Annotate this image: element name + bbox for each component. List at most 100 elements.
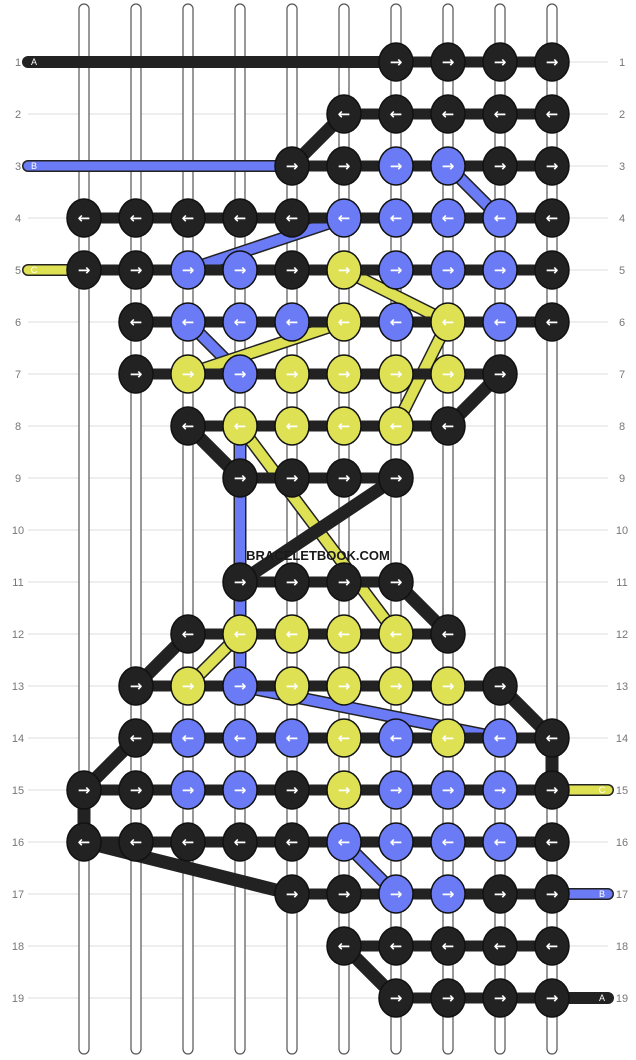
knot-ellipse (170, 614, 206, 654)
forward-arrow-icon: → (286, 885, 299, 903)
knot-ellipse (326, 822, 362, 862)
knot: ← (326, 718, 362, 758)
forward-arrow-icon: → (338, 677, 351, 695)
knot-ellipse (222, 250, 258, 290)
backward-arrow-icon: ← (338, 209, 351, 227)
knot: → (378, 562, 414, 602)
knot-ellipse (534, 718, 570, 758)
forward-arrow-icon: → (390, 261, 403, 279)
knot-ellipse (170, 250, 206, 290)
forward-arrow-icon: → (338, 573, 351, 591)
forward-arrow-icon: → (390, 989, 403, 1007)
forward-arrow-icon: → (286, 469, 299, 487)
forward-arrow-icon: → (286, 157, 299, 175)
knot: → (430, 146, 466, 186)
row-label-right: 18 (616, 941, 628, 953)
row-label-left: 4 (15, 213, 21, 225)
knot: → (378, 666, 414, 706)
knot-ellipse (430, 926, 466, 966)
knot-ellipse (482, 94, 518, 134)
backward-arrow-icon: ← (442, 937, 455, 955)
knot: ← (118, 302, 154, 342)
knot: ← (222, 614, 258, 654)
knot-ellipse (274, 146, 310, 186)
knot: → (170, 354, 206, 394)
backward-arrow-icon: ← (338, 417, 351, 435)
forward-arrow-icon: → (494, 157, 507, 175)
knot: → (326, 874, 362, 914)
knot-ellipse (378, 562, 414, 602)
knot-ellipse (170, 666, 206, 706)
knot: → (430, 770, 466, 810)
forward-arrow-icon: → (442, 781, 455, 799)
backward-arrow-icon: ← (390, 729, 403, 747)
forward-arrow-icon: → (390, 469, 403, 487)
backward-arrow-icon: ← (390, 417, 403, 435)
knot: ← (222, 406, 258, 446)
knot: ← (430, 198, 466, 238)
backward-arrow-icon: ← (546, 937, 559, 955)
knot-ellipse (118, 302, 154, 342)
knot: ← (534, 926, 570, 966)
knot-ellipse (534, 770, 570, 810)
knot: → (170, 250, 206, 290)
backward-arrow-icon: ← (546, 729, 559, 747)
knot-ellipse (482, 146, 518, 186)
row-label-left: 14 (12, 733, 24, 745)
knot: ← (170, 198, 206, 238)
forward-arrow-icon: → (286, 573, 299, 591)
knot: → (430, 354, 466, 394)
forward-arrow-icon: → (182, 261, 195, 279)
knot-ellipse (430, 42, 466, 82)
knot-ellipse (170, 302, 206, 342)
knot-ellipse (378, 94, 414, 134)
forward-arrow-icon: → (78, 261, 91, 279)
knot: ← (326, 94, 362, 134)
knot: → (222, 250, 258, 290)
knot-ellipse (222, 822, 258, 862)
knot: → (482, 354, 518, 394)
knot: → (326, 666, 362, 706)
backward-arrow-icon: ← (78, 209, 91, 227)
knot-ellipse (274, 458, 310, 498)
diagonal-strand (183, 317, 349, 379)
forward-arrow-icon: → (78, 781, 91, 799)
knot: → (274, 250, 310, 290)
knot: ← (274, 406, 310, 446)
knot-ellipse (482, 354, 518, 394)
knot: → (534, 978, 570, 1018)
knot-ellipse (326, 250, 362, 290)
backward-arrow-icon: ← (286, 729, 299, 747)
knot: ← (274, 822, 310, 862)
knot-ellipse (482, 718, 518, 758)
row-label-left: 17 (12, 889, 24, 901)
backward-arrow-icon: ← (546, 313, 559, 331)
knot: ← (378, 198, 414, 238)
knot-ellipse (482, 822, 518, 862)
knot-ellipse (274, 406, 310, 446)
forward-arrow-icon: → (442, 989, 455, 1007)
knot: ← (430, 302, 466, 342)
forward-arrow-icon: → (182, 365, 195, 383)
knot: → (274, 874, 310, 914)
forward-arrow-icon: → (390, 157, 403, 175)
forward-arrow-icon: → (546, 157, 559, 175)
knot-ellipse (430, 250, 466, 290)
forward-arrow-icon: → (546, 781, 559, 799)
backward-arrow-icon: ← (546, 833, 559, 851)
knot: ← (326, 302, 362, 342)
knot-ellipse (430, 770, 466, 810)
forward-arrow-icon: → (130, 365, 143, 383)
forward-arrow-icon: → (390, 677, 403, 695)
forward-arrow-icon: → (442, 53, 455, 71)
knot: ← (378, 718, 414, 758)
knot-ellipse (274, 614, 310, 654)
row-label-left: 19 (12, 993, 24, 1005)
forward-arrow-icon: → (182, 781, 195, 799)
watermark: BRACELETBOOK.COM (246, 548, 390, 563)
backward-arrow-icon: ← (442, 729, 455, 747)
knot: → (274, 770, 310, 810)
knot: → (66, 770, 102, 810)
knot-ellipse (482, 926, 518, 966)
